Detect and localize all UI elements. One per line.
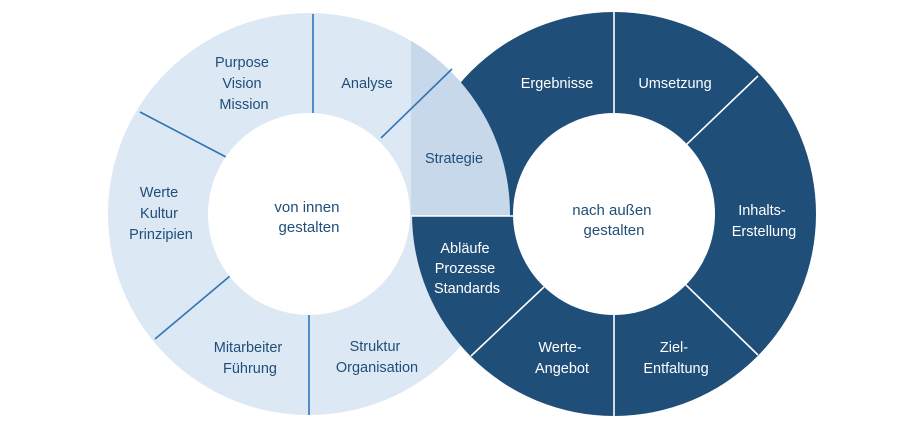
left-hub-label: von innen gestalten xyxy=(274,199,343,236)
segment-werte-kultur-prinzipien: Werte Kultur Prinzipien xyxy=(129,185,193,243)
divider-left-lower-left xyxy=(154,275,231,340)
segment-ziel-entfaltung: Ziel- Entfaltung xyxy=(643,340,708,377)
segment-ablaeufe-prozesse-standards: Abläufe Prozesse Standards xyxy=(434,241,500,297)
segment-purpose-vision-mission: Purpose Vision Mission xyxy=(215,55,273,113)
segment-strategie: Strategie xyxy=(425,151,483,167)
left-hub xyxy=(208,113,410,315)
right-hub-label: nach außen gestalten xyxy=(572,202,655,239)
segment-ergebnisse: Ergebnisse xyxy=(521,76,594,92)
segment-umsetzung: Umsetzung xyxy=(638,76,711,92)
segment-mitarbeiter-fuehrung: Mitarbeiter Führung xyxy=(214,340,287,377)
segment-werte-angebot: Werte- Angebot xyxy=(535,340,589,377)
divider-right-lower-left xyxy=(470,286,545,357)
divider-right-upper-right xyxy=(685,75,759,146)
segment-inhalts-erstellung: Inhalts- Erstellung xyxy=(732,203,796,240)
segment-analyse: Analyse xyxy=(341,76,393,92)
right-hub xyxy=(513,113,715,315)
divider-analyse-strategie xyxy=(380,68,453,139)
divider-left-upper-left xyxy=(139,111,227,158)
divider-right-lower-right xyxy=(685,284,759,356)
segment-struktur-organisation: Struktur Organisation xyxy=(336,339,418,376)
